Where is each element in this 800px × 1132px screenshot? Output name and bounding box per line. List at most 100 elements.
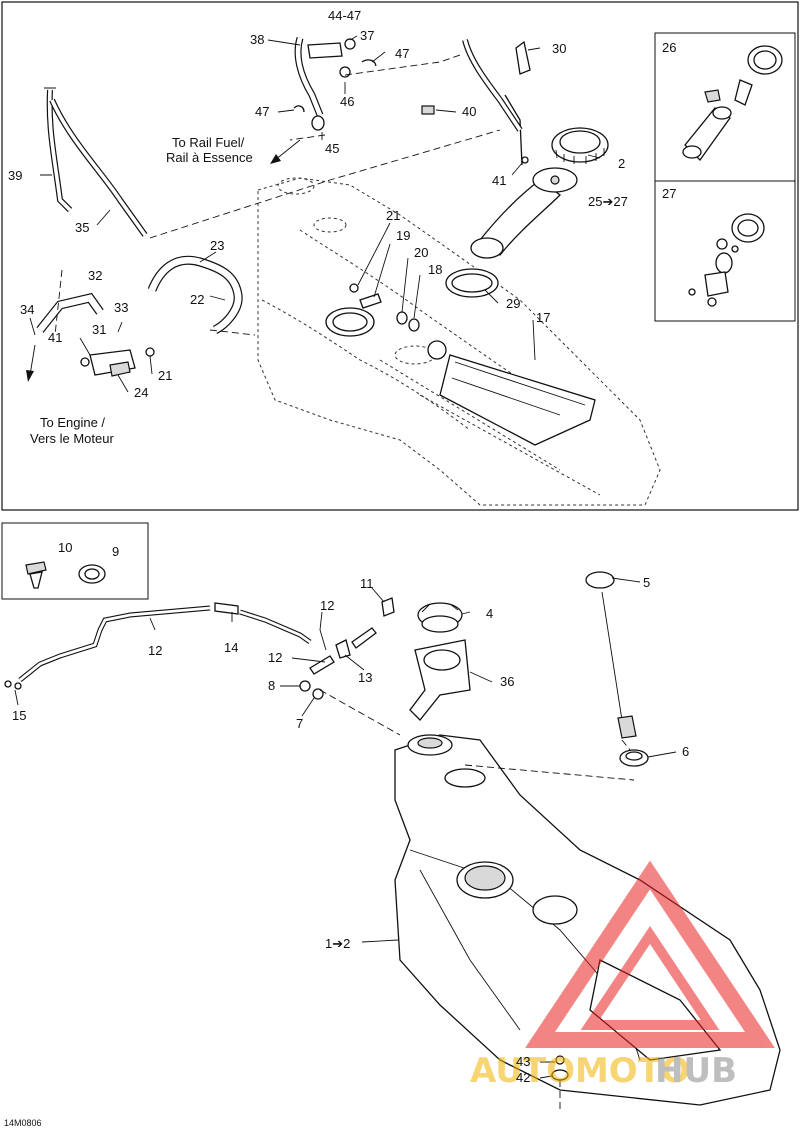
note-rail-line1: To Rail Fuel/ <box>172 135 245 150</box>
lower-callout-0: 10 <box>58 540 72 555</box>
upper-callout-7: 30 <box>552 41 566 56</box>
upper-callout-22: 34 <box>20 302 34 317</box>
lower-callout-9: 13 <box>358 670 372 685</box>
diagram-code: 14M0806 <box>4 1118 42 1128</box>
upper-callout-9: 41 <box>492 173 506 188</box>
level-sensor-rod <box>585 571 637 739</box>
route-lower-c <box>621 739 631 751</box>
route-line-a <box>149 129 501 239</box>
upper-callout-18: 23 <box>210 238 224 253</box>
clamp-9 <box>78 564 106 584</box>
lower-callout-14: 6 <box>682 744 689 759</box>
upper-callouts: 44-47373847464745304041225➔2739352119201… <box>8 8 628 400</box>
watermark-text-b: HUB <box>655 1051 737 1091</box>
fuel-tank <box>394 734 781 1106</box>
upper-callout-14: 21 <box>386 208 400 223</box>
tee-13 <box>335 639 351 659</box>
lower-inset-frame <box>1 522 149 600</box>
grommet-7 <box>312 688 324 700</box>
clip-46 <box>339 66 351 78</box>
inset-frame-b <box>654 180 796 322</box>
lower-callout-2: 11 <box>360 576 374 591</box>
inset-a-label: 26 <box>662 40 676 55</box>
upper-callout-17: 18 <box>428 262 442 277</box>
watermark-text-a: AUTOMOTO <box>470 1051 690 1091</box>
route-lower-a <box>319 689 401 736</box>
upper-callout-23: 41 <box>48 330 62 345</box>
upper-callout-26: 21 <box>158 368 172 383</box>
fitting-19 <box>359 293 382 309</box>
upper-callout-25: 24 <box>134 385 148 400</box>
seal-kit-27 <box>688 213 765 307</box>
route-lower-b <box>464 764 635 781</box>
upper-callout-10: 2 <box>618 156 625 171</box>
route-line-e <box>289 134 326 141</box>
cap-15b <box>14 682 22 690</box>
ring-18 <box>408 318 420 332</box>
upper-callout-6: 45 <box>325 141 339 156</box>
clamp-45 <box>311 115 325 131</box>
level-sender <box>427 340 596 446</box>
cap-15a <box>4 680 12 688</box>
route-line-d <box>344 54 461 76</box>
fuel-cap <box>417 602 463 633</box>
lower-callout-17: 42 <box>516 1070 530 1085</box>
upper-callout-16: 20 <box>414 245 428 260</box>
clamp-37 <box>344 38 356 50</box>
upper-callout-15: 19 <box>396 228 410 243</box>
watermark-logo: AUTOMOTO HUB <box>470 860 775 1091</box>
upper-callout-12: 39 <box>8 168 22 183</box>
elbow-8 <box>299 680 311 692</box>
lower-callout-16: 43 <box>516 1054 530 1069</box>
quick-connector-44 <box>307 42 343 59</box>
upper-callout-2: 38 <box>250 32 264 47</box>
upper-panel-frame <box>1 1 799 511</box>
lower-callout-12: 5 <box>643 575 650 590</box>
upper-callout-5: 47 <box>255 104 269 119</box>
lower-callout-10: 7 <box>296 716 303 731</box>
ghost-fuel-tank <box>257 177 661 506</box>
clip-30 <box>515 40 531 75</box>
upper-callout-4: 46 <box>340 94 354 109</box>
leader-lines-upper <box>29 35 601 393</box>
lower-callout-6: 15 <box>12 708 26 723</box>
nut-41 <box>521 156 529 164</box>
lower-callout-13: 36 <box>500 674 514 689</box>
upper-callout-20: 32 <box>88 268 102 283</box>
clip-40 <box>421 105 435 115</box>
upper-callout-21: 33 <box>114 300 128 315</box>
lower-callout-3: 12 <box>320 598 334 613</box>
upper-callout-1: 37 <box>360 28 374 43</box>
pump-lock-ring <box>551 127 609 164</box>
valve-14 <box>214 602 239 615</box>
upper-callout-19: 22 <box>190 292 204 307</box>
route-line-b <box>209 329 256 336</box>
lower-callout-8: 8 <box>268 678 275 693</box>
arrow-to-engine <box>29 344 36 376</box>
clip-47b <box>293 105 305 113</box>
lower-callout-1: 9 <box>112 544 119 559</box>
drain-plug-43 <box>555 1055 565 1065</box>
upper-callout-8: 40 <box>462 104 476 119</box>
arrow-to-rail <box>274 139 301 161</box>
upper-callout-28: 17 <box>536 310 550 325</box>
upper-callout-27: 29 <box>506 296 520 311</box>
upper-callout-13: 35 <box>75 220 89 235</box>
push-rivet-10 <box>25 561 47 589</box>
upper-callout-3: 47 <box>395 46 409 61</box>
upper-callout-24: 31 <box>92 322 106 337</box>
hose-12d <box>309 655 335 675</box>
note-engine-line1: To Engine / <box>40 415 105 430</box>
seal-20 <box>396 311 408 325</box>
fuel-pump-module <box>470 94 578 259</box>
valve-11 <box>381 597 395 617</box>
note-engine-line2: Vers le Moteur <box>30 431 114 446</box>
filter-kit-26 <box>682 45 783 162</box>
lower-callout-4: 12 <box>148 643 162 658</box>
note-rail-line2: Rail à Essence <box>166 150 253 165</box>
lower-callout-7: 12 <box>268 650 282 665</box>
clip-21 <box>349 283 359 293</box>
upper-callout-11: 25➔27 <box>588 194 628 209</box>
